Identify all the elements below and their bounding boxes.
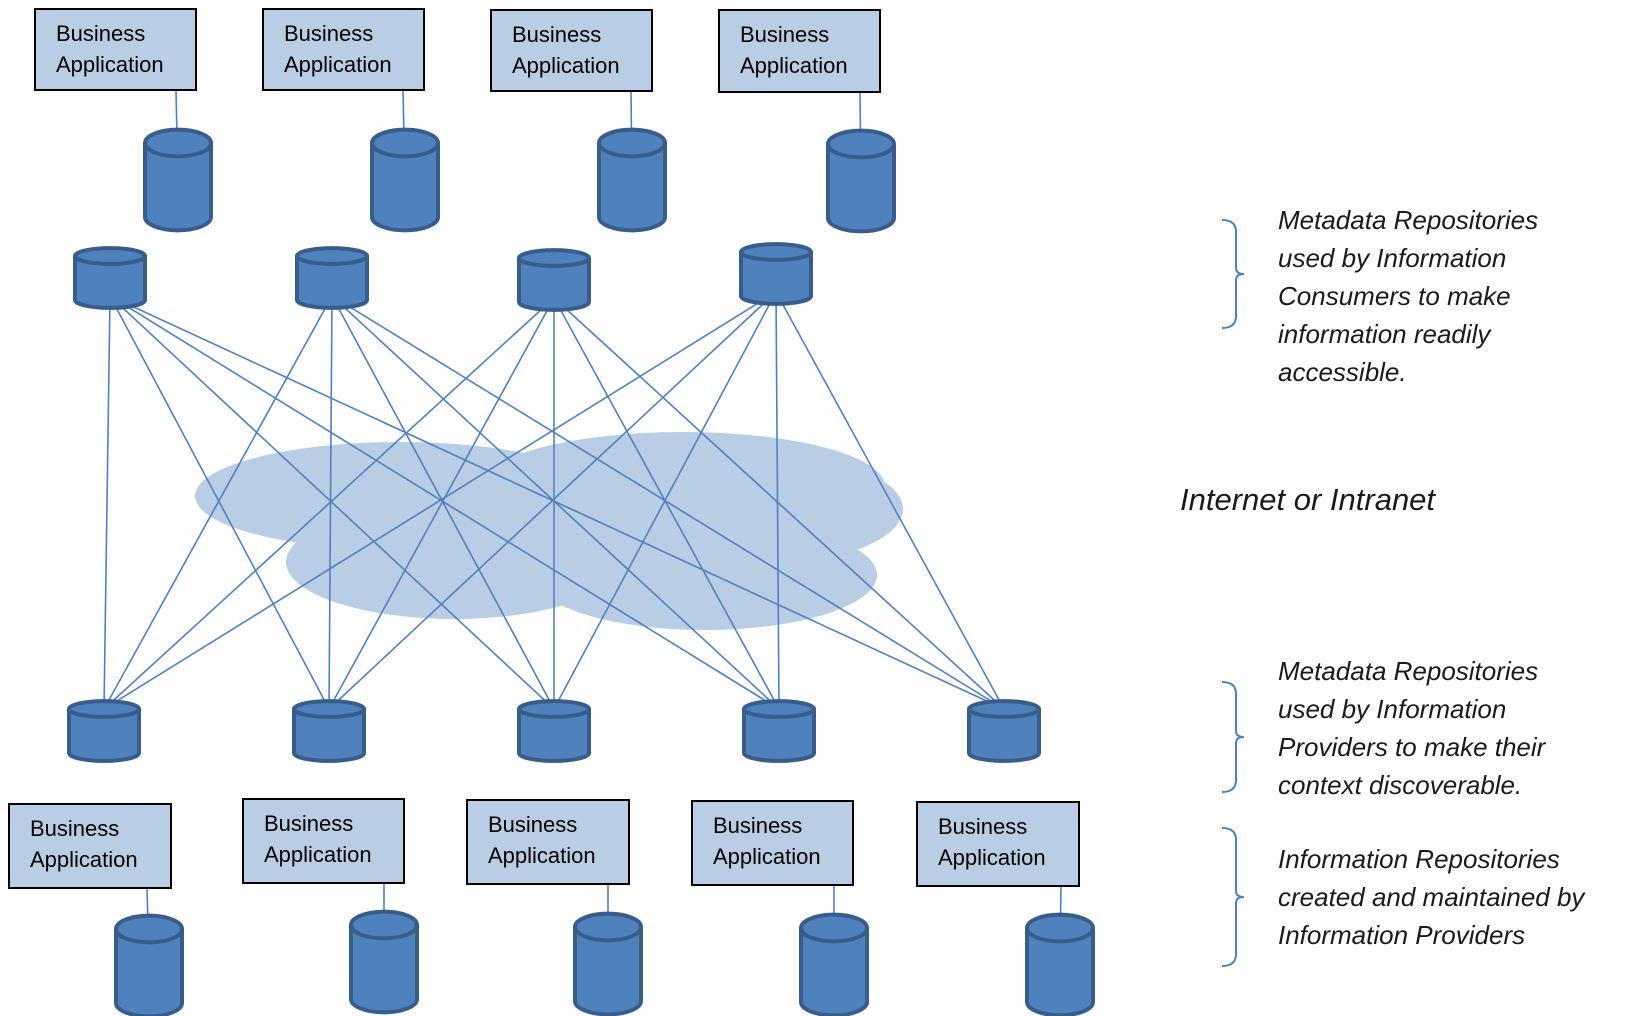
note-line: Providers to make their — [1278, 732, 1546, 762]
note-line: created and maintained by — [1278, 882, 1585, 912]
repository-link — [331, 295, 1005, 710]
business-application-box[interactable]: Business Application — [262, 8, 425, 91]
business-application-box[interactable]: Business Application — [466, 799, 630, 885]
repository-link — [553, 297, 1005, 710]
repository-link — [331, 295, 780, 710]
box-label-line1: Business — [56, 21, 146, 46]
network-label: Internet or Intranet — [1180, 482, 1436, 517]
repository-link — [109, 295, 555, 710]
information-repository-cylinder — [143, 127, 213, 233]
note-line: used by Information — [1278, 694, 1507, 724]
repository-link — [109, 295, 330, 710]
box-label-line1: Business — [713, 813, 803, 838]
box-label-line1: Business — [512, 22, 602, 47]
note-line: Information Providers — [1278, 920, 1526, 950]
repository-links — [103, 291, 1005, 710]
note-line: Information Repositories — [1278, 844, 1560, 874]
business-application-box[interactable]: Business Application — [8, 803, 172, 889]
brackets — [1221, 219, 1245, 967]
repository-link — [328, 291, 777, 710]
information-repository-cylinder — [370, 127, 440, 233]
box-label-line2: Application — [56, 52, 164, 77]
repositories — [67, 127, 1095, 1016]
box-label-line2: Application — [264, 842, 372, 867]
repository-link — [331, 295, 555, 710]
box-label-line2: Application — [938, 845, 1046, 870]
provider-metadata-repository-cylinder — [517, 699, 591, 763]
information-repositories-note: Information Repositories created and mai… — [1278, 840, 1584, 954]
business-application-box[interactable]: Business Application — [490, 9, 653, 92]
provider-metadata-repository-cylinder — [67, 699, 141, 763]
note-line: Consumers to make — [1278, 281, 1511, 311]
information-repository-cylinder — [799, 912, 869, 1016]
repository-link — [103, 295, 111, 710]
box-label-line2: Application — [488, 843, 596, 868]
consumer-metadata-repository-cylinder — [739, 242, 813, 306]
information-repository-cylinder — [573, 911, 643, 1016]
note-line: used by Information — [1278, 243, 1507, 273]
repository-link — [775, 291, 780, 710]
business-application-box[interactable]: Business Application — [691, 800, 854, 886]
business-application-box[interactable]: Business Application — [242, 798, 405, 884]
information-bracket — [1221, 827, 1245, 967]
information-repository-cylinder — [597, 127, 667, 233]
note-line: Metadata Repositories — [1278, 656, 1539, 686]
repository-link — [103, 297, 555, 710]
repository-link — [109, 295, 1005, 710]
box-label-line2: Application — [284, 52, 392, 77]
information-repository-cylinder — [1025, 912, 1095, 1016]
repository-link — [553, 297, 780, 710]
consumer-metadata-note: Metadata Repositories used by Informatio… — [1278, 201, 1538, 391]
box-label-line1: Business — [30, 816, 120, 841]
network-cloud — [195, 432, 903, 630]
box-label-line1: Business — [488, 812, 578, 837]
repository-link — [775, 291, 1005, 710]
note-line: Metadata Repositories — [1278, 205, 1539, 235]
consumer-metadata-repository-cylinder — [295, 246, 369, 310]
note-line: information readily — [1278, 319, 1491, 349]
box-label-line2: Application — [713, 844, 821, 869]
repository-link — [103, 295, 333, 710]
box-label-line1: Business — [740, 22, 830, 47]
repository-link — [109, 295, 780, 710]
provider-metadata-note: Metadata Repositories used by Informatio… — [1278, 652, 1545, 804]
box-label-line2: Application — [512, 53, 620, 78]
box-label-line1: Business — [938, 814, 1028, 839]
repository-link — [103, 291, 777, 710]
box-label-line2: Application — [740, 53, 848, 78]
information-repository-cylinder — [349, 909, 419, 1015]
consumer-metadata-repository-cylinder — [73, 246, 147, 310]
provider-metadata-repository-cylinder — [967, 699, 1041, 763]
box-label-line1: Business — [264, 811, 354, 836]
information-repository-cylinder — [114, 913, 184, 1016]
provider-bracket — [1221, 681, 1245, 793]
note-line: context discoverable. — [1278, 770, 1523, 800]
information-repository-cylinder — [826, 128, 896, 234]
business-application-box[interactable]: Business Application — [718, 9, 881, 93]
provider-metadata-repository-cylinder — [292, 699, 366, 763]
consumer-bracket — [1221, 219, 1245, 329]
note-line: accessible. — [1278, 357, 1407, 387]
consumer-metadata-repository-cylinder — [517, 248, 591, 312]
box-label-line1: Business — [284, 21, 374, 46]
repository-link — [328, 297, 555, 710]
box-label-line2: Application — [30, 847, 138, 872]
business-application-box[interactable]: Business Application — [916, 801, 1080, 887]
provider-metadata-repository-cylinder — [742, 699, 816, 763]
repository-link — [553, 291, 777, 710]
business-application-box[interactable]: Business Application — [34, 8, 197, 91]
